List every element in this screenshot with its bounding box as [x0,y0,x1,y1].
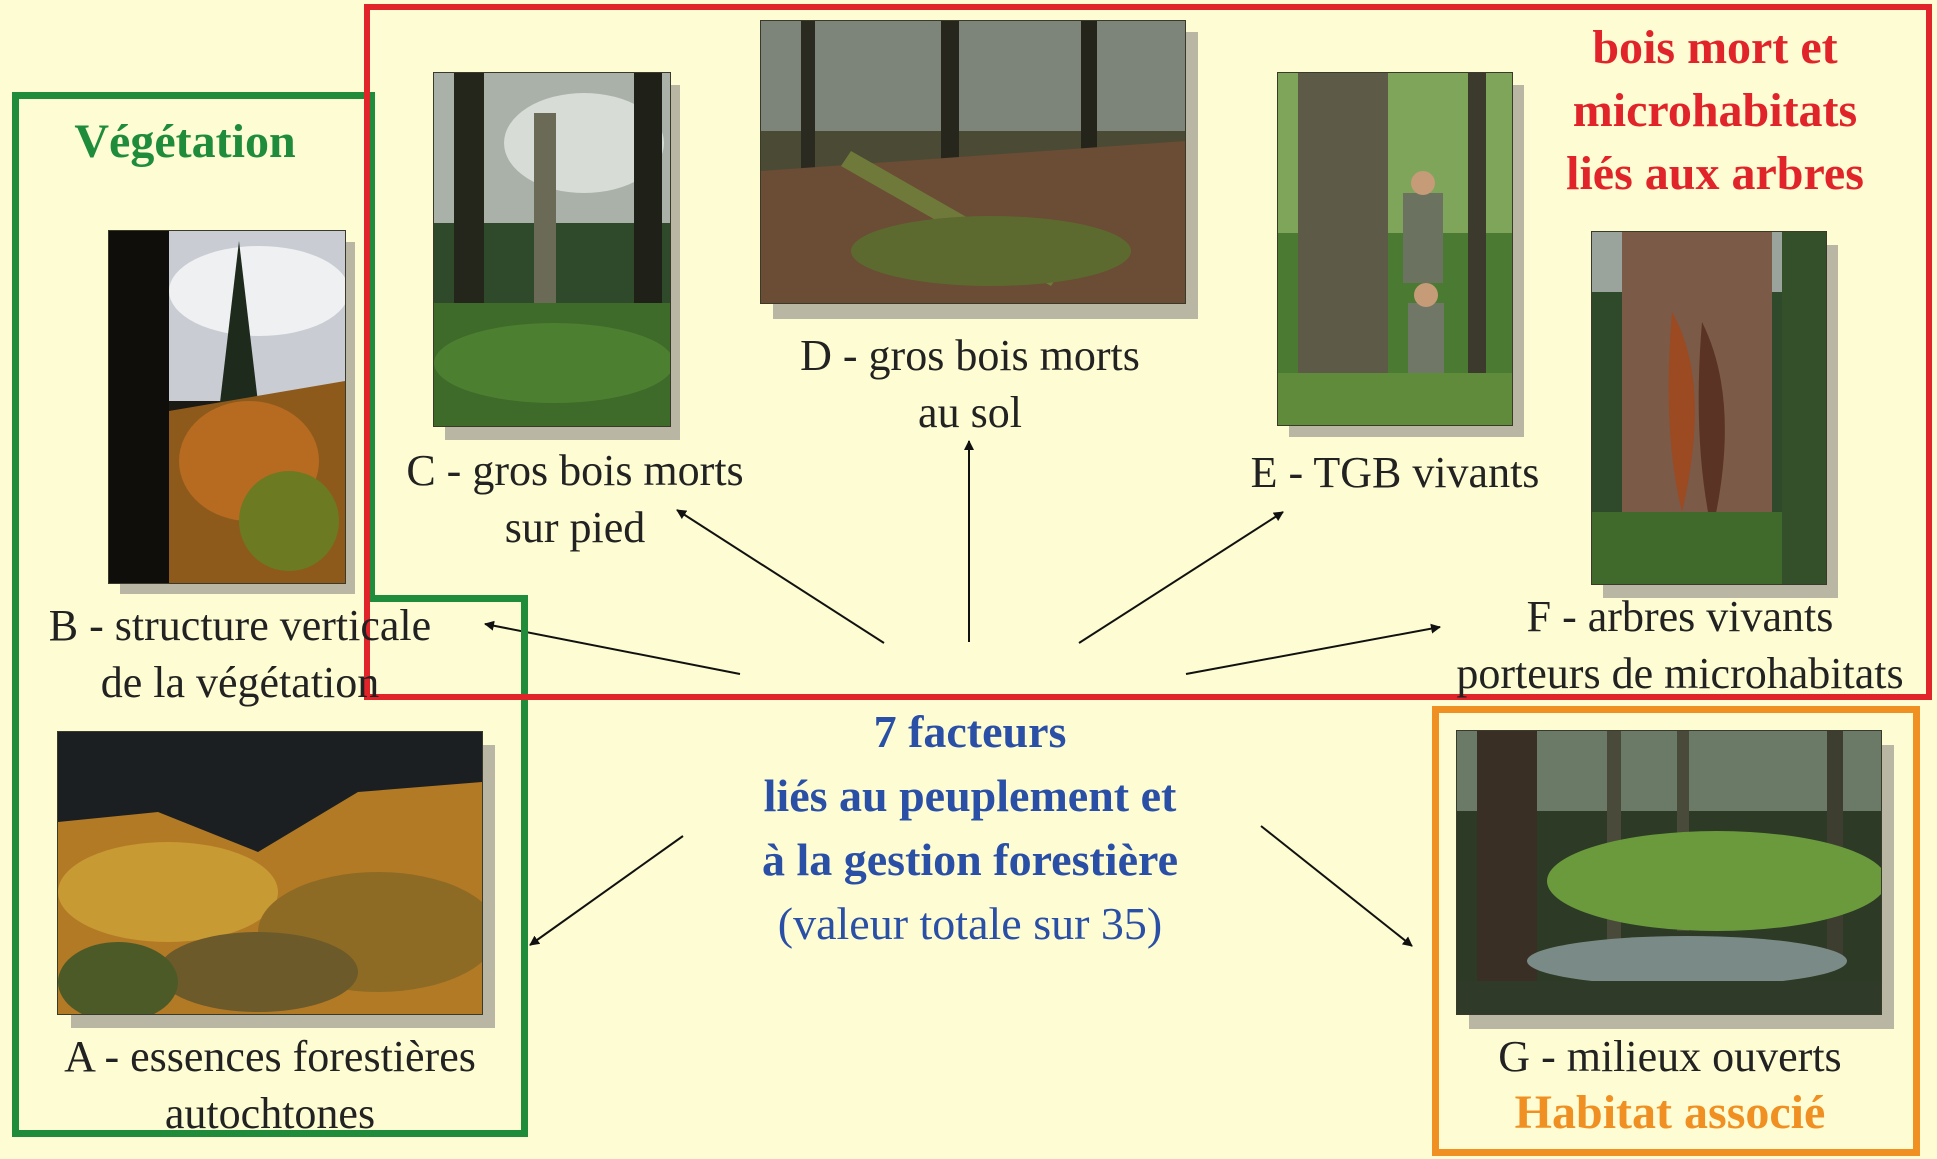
arrow-to-g [1260,825,1413,947]
photo-f-microhabitat-trees [1591,231,1827,585]
label-factor-c-line-1: C - gros bois morts [406,446,744,495]
center-line-1: 7 facteurs [873,706,1067,757]
center-line-2: liés au peuplement et [763,770,1177,821]
deadwood-title-line-2: microhabitats [1572,84,1858,137]
arrow-to-e [1078,511,1284,644]
label-factor-b: B - structure verticale de la végétation [15,597,465,711]
vegetation-group-box-step [368,595,528,602]
vegetation-group-box-top-edge [12,92,375,99]
label-factor-f: F - arbres vivants porteurs de microhabi… [1430,588,1930,702]
center-line-3: à la gestion forestière [761,834,1179,885]
label-factor-d-line-2: au sol [918,388,1022,437]
arrow-to-a [529,835,684,946]
label-factor-g: G - milieux ouverts [1440,1028,1900,1085]
label-factor-f-line-2: porteurs de microhabitats [1456,649,1904,698]
habitat-title: Habitat associé [1514,1086,1826,1139]
arrow-to-c [676,509,885,644]
label-factor-e: E - TGB vivants [1210,444,1580,501]
label-factor-f-line-1: F - arbres vivants [1526,592,1834,641]
deadwood-title-line-1: bois mort et [1592,21,1838,74]
arrow-to-f [1185,623,1441,675]
label-factor-a: A - essences forestières autochtones [20,1028,520,1142]
photo-d-ground-deadwood [760,20,1186,304]
vegetation-group-box-right-lower [521,595,528,1137]
vegetation-group-box-bottom [12,1130,528,1137]
label-factor-g-line-1: G - milieux ouverts [1498,1032,1842,1081]
center-note: (valeur totale sur 35) [777,898,1163,949]
deadwood-title-line-3: liés aux arbres [1566,147,1864,200]
label-factor-c-line-2: sur pied [504,503,646,552]
label-factor-e-line-1: E - TGB vivants [1250,448,1540,497]
habitat-group-box [1432,706,1920,1156]
label-factor-a-line-1: A - essences forestières [64,1032,476,1081]
label-factor-b-line-2: de la végétation [100,658,380,707]
center-heading: 7 facteurs liés au peuplement et à la ge… [690,700,1250,956]
photo-c-standing-deadwood [433,72,671,427]
label-factor-c: C - gros bois morts sur pied [375,442,775,556]
label-factor-b-line-1: B - structure verticale [48,601,432,650]
label-factor-d: D - gros bois morts au sol [770,327,1170,441]
deadwood-title: bois mort et microhabitats liés aux arbr… [1530,16,1900,205]
photo-b-vertical-structure [108,230,346,584]
vegetation-title: Végétation [74,115,296,168]
photo-e-large-living-trees [1277,72,1513,426]
vegetation-group-box-right-upper [368,92,375,602]
label-factor-a-line-2: autochtones [164,1089,376,1138]
deadwood-group-box [364,4,1932,700]
label-factor-d-line-1: D - gros bois morts [800,331,1140,380]
photo-g-open-habitats [1456,730,1882,1015]
photo-a-native-species [57,731,483,1015]
